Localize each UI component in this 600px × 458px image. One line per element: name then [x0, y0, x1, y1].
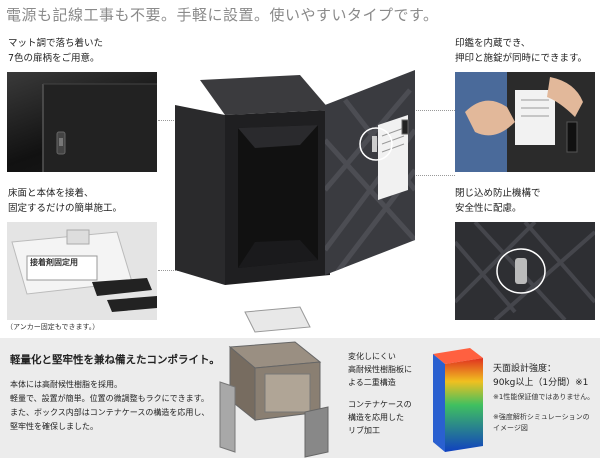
stamp-photo — [455, 72, 595, 172]
finish-photo — [7, 72, 157, 172]
composite-title: 軽量化と堅牢性を兼ね備えたコンポライト。 — [10, 354, 220, 366]
feature-finish-caption: マット調で落ち着いた 7色の扉柄をご用意。 — [8, 38, 104, 64]
anchor-note: （アンカー固定もできます。） — [6, 323, 100, 331]
strength-note-1: ※1性能保証値ではありません。 — [493, 393, 595, 401]
lock-photo — [455, 222, 595, 320]
exploded-structure-illustration — [219, 306, 329, 458]
leader-line-finish — [158, 120, 188, 121]
feature-stamp-caption: 印鑑を内蔵でき、 押印と施錠が同時にできます。 — [455, 38, 588, 64]
feature-floor-caption: 床面と本体を接着、 固定するだけの簡単施工。 — [8, 188, 123, 214]
adhesive-sheet-illustration — [11, 229, 157, 312]
strength-simulation-image — [433, 348, 483, 452]
strength-spec: 天面設計強度： 90kg以上（1分間）※1 — [493, 364, 589, 388]
box-side — [175, 105, 225, 285]
headline: 電源も記線工事も不要。手軽に設置。使いやすいタイプです。 — [6, 6, 439, 24]
box-top — [200, 75, 330, 115]
strength-note-2: ※強度解析シミュレーションの イメージ図 — [493, 413, 590, 432]
feature-lock-caption: 閉じ込め防止機構で 安全性に配慮。 — [455, 188, 541, 214]
leader-line-lock — [395, 175, 455, 176]
door-edge-illustration — [42, 83, 157, 172]
lock-mechanism-illustration — [455, 222, 595, 320]
sheet-label: 接着剤固定用 — [30, 258, 78, 267]
floor-photo — [7, 222, 157, 320]
delivery-box-illustration — [175, 70, 415, 285]
door-handle — [372, 136, 377, 152]
door-label-sheet — [378, 115, 408, 200]
composite-body: 本体には高耐候性樹脂を採用。 軽量で、設置が簡単。位置の微調整もラクにできます。… — [10, 380, 210, 431]
leader-line-stamp — [395, 110, 455, 111]
structure-resin-label: 変化しにくい 高耐候性樹脂板に よる二重構造 — [348, 352, 412, 387]
structure-rib-label: コンテナケースの 構造を応用した リブ加工 — [348, 400, 412, 435]
box-interior — [238, 125, 318, 268]
stamp-hand-illustration — [455, 72, 583, 172]
